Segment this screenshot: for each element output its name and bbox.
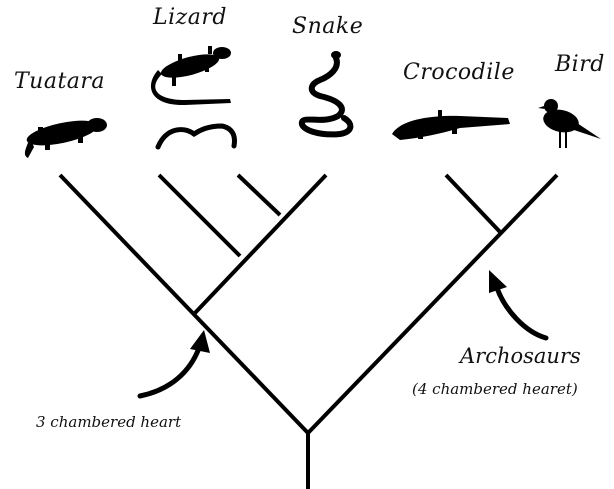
crocodile-icon bbox=[392, 110, 510, 140]
snake-icon bbox=[302, 51, 351, 134]
bird-icon bbox=[538, 99, 601, 148]
arrow-archosaurs bbox=[489, 270, 546, 338]
taxon-label-snake: Snake bbox=[292, 14, 363, 39]
amphisbaenian-icon bbox=[158, 126, 235, 147]
taxon-label-bird: Bird bbox=[555, 52, 605, 77]
branch-tuatara bbox=[60, 175, 308, 433]
branch-crocodile bbox=[446, 175, 501, 233]
lepidosaur-note: 3 chambered heart bbox=[36, 413, 181, 431]
taxon-label-crocodile: Crocodile bbox=[403, 60, 515, 85]
arrow-lepidosaur bbox=[140, 330, 210, 396]
branch-lizard bbox=[159, 175, 240, 256]
archosaurs-note: (4 chambered hearet) bbox=[412, 380, 578, 398]
branch-amphisbaenian bbox=[238, 175, 280, 215]
lizard-icon bbox=[151, 46, 231, 105]
tree-branches bbox=[60, 175, 557, 489]
taxon-label-lizard: Lizard bbox=[153, 5, 227, 30]
archosaurs-title: Archosaurs bbox=[460, 344, 581, 368]
taxon-label-tuatara: Tuatara bbox=[14, 69, 105, 94]
tuatara-icon bbox=[25, 116, 107, 158]
